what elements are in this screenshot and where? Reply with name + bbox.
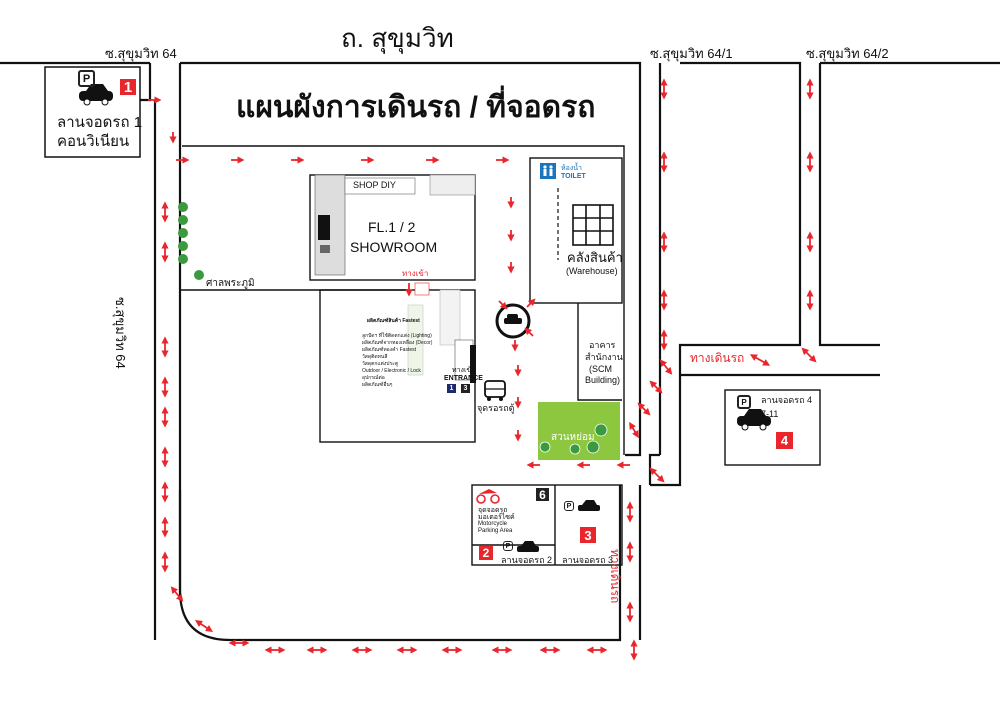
walkway-horizontal-label: ทางเดินรถ — [690, 351, 745, 365]
motorcycle-line3: Motorcycle — [478, 521, 508, 527]
soi-64-vertical-label: ซ.สุขุมวิท 64 — [113, 297, 128, 369]
entrance-th-label: ทางเข้า — [452, 367, 476, 374]
gate-label: ทางเข้า — [402, 269, 429, 278]
parking-icon-p1: P — [78, 70, 95, 87]
floorplan-item: วัสดุติดทนสี — [362, 354, 388, 360]
garden-trees — [539, 423, 608, 455]
car-icon-p2 — [517, 541, 539, 552]
floorplan-item: วัสดุตกแต่งประตู — [362, 361, 399, 367]
map-title: แผนผังการเดินรถ / ที่จอดรถ — [236, 91, 596, 124]
office-line2: สำนักงาน — [585, 352, 623, 362]
parking-1-line1: ลานจอดรถ 1 — [57, 114, 143, 131]
floorplan-item: ผลิตภัณฑ์ทองคำ Fastest — [362, 347, 417, 353]
entrance-tag-3: 3 — [461, 384, 470, 393]
warehouse-th-label: คลังสินค้า — [567, 250, 623, 265]
parking-3-label: ลานจอดรถ 3 — [562, 555, 614, 565]
road-edge-soi64-2 — [818, 63, 880, 347]
parking-icon-p2: P — [503, 541, 513, 551]
soi-64-label: ซ.สุขุมวิท 64 — [105, 46, 177, 61]
parking-1-box — [44, 66, 141, 158]
parking-icon-p3: P — [564, 501, 574, 511]
floorplan-item: Outdoor / Electronic / Lock — [362, 368, 421, 374]
floorplan-item: ลูกปัดฯ ที่ใช้ติดตกแต่ง (Lighting) — [362, 333, 432, 339]
office-line4: Building) — [585, 375, 621, 385]
motorcycle-line2: มอเตอร์ไซค์ — [478, 514, 515, 521]
warehouse-en-label: (Warehouse) — [566, 266, 618, 276]
soi-64-1-label: ซ.สุขุมวิท 64/1 — [650, 46, 733, 61]
car-icons — [79, 84, 771, 552]
motorcycle-icon — [476, 489, 500, 504]
toilet-icon — [540, 163, 556, 179]
parking-1-number: 1 — [120, 79, 136, 96]
entrance-en-label: ENTRANCE — [444, 375, 483, 382]
showroom-details — [314, 174, 476, 276]
entrance-tag-1: 1 — [447, 384, 456, 393]
motorcycle-line1: จุดจอดรถ — [478, 507, 508, 514]
road-lines — [0, 61, 1000, 642]
floorplan-item: ผลิตภัณฑ์อื่นๆ — [362, 382, 393, 388]
parking-3-number: 3 — [580, 527, 596, 543]
parking-2-3-block — [471, 484, 623, 566]
warehouse-block — [529, 157, 623, 304]
parking-4-line1: ลานจอดรถ 4 — [761, 395, 813, 405]
soi-64-2-label: ซ.สุขุมวิท 64/2 — [806, 46, 889, 61]
parking-2-label: ลานจอดรถ 2 — [501, 555, 553, 565]
parking-2-number: 2 — [479, 546, 493, 560]
toilet-th-label: ห้องน้ำ — [561, 165, 582, 172]
motorcycle-number: 6 — [536, 488, 549, 502]
showroom-label: SHOWROOM — [350, 239, 438, 255]
floorplan-item: อุปกรณ์ต่อ — [362, 375, 385, 381]
parking-4-number: 4 — [776, 432, 793, 449]
left-trees — [178, 202, 204, 280]
bus-icon — [484, 380, 506, 401]
parking-icon-p4: P — [737, 395, 751, 409]
shop-diy-label: SHOP DIY — [353, 180, 396, 190]
motorcycle-line4: Parking Area — [478, 528, 513, 534]
no-car-roundabout-icon — [495, 303, 531, 339]
car-icon-p4 — [737, 409, 771, 431]
floorplan-list: ลูกปัดฯ ที่ใช้ติดตกแต่ง (Lighting) ผลิตภ… — [362, 334, 432, 388]
parking-1-line2: คอนวิเนียน — [57, 133, 130, 150]
parking-4-line2: 7-11 — [761, 409, 779, 419]
office-block — [577, 303, 622, 401]
office-line3: (SCM — [589, 364, 612, 374]
two-way-arrows — [161, 78, 817, 661]
bus-stop-label: จุดรอรถตู้ — [477, 403, 515, 413]
shrine-label: ศาลพระภูมิ — [206, 278, 255, 289]
floorplan-details — [407, 282, 476, 383]
road-edge-main-block — [180, 61, 642, 457]
garden-label: สวนหย่อม — [551, 432, 595, 443]
office-line1: อาคาร — [589, 340, 616, 350]
showroom-block — [309, 174, 476, 281]
main-road-label: ถ. สุขุมวิท — [341, 23, 454, 53]
floorplan-item: ผลิตภัณฑ์จากทองเหลือง (Decor) — [362, 340, 433, 346]
toilet-en-label: TOILET — [561, 173, 586, 180]
flow-arrows — [148, 96, 630, 469]
road-edge-soi64-1-block — [650, 61, 802, 487]
warehouse-shelf-icon — [572, 204, 614, 246]
car-icon-p3 — [578, 500, 600, 511]
floorplan-heading: ผลิตภัณฑ์สินค้า Fastest — [367, 318, 420, 324]
floor-label: FL.1 / 2 — [368, 219, 416, 235]
parking-4-box — [724, 389, 821, 466]
